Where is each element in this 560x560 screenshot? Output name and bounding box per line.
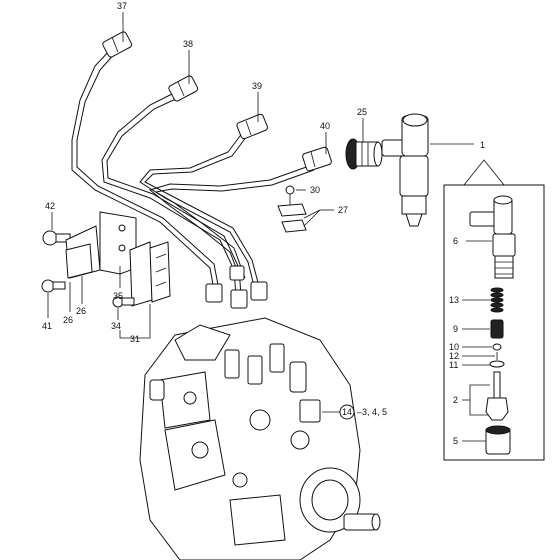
nozzle-holder-1 (381, 113, 429, 227)
callout-14-suffix: –3, 4, 5 (357, 407, 387, 417)
callout-37: 37 (117, 1, 127, 11)
spacer-11 (489, 360, 505, 368)
callout-labels: 37 38 39 40 25 1 30 27 42 41 26 26 35 34… (42, 1, 485, 446)
nozzle-2 (485, 371, 509, 421)
pipe-clamp-31 (112, 241, 171, 308)
callout-11: 11 (449, 360, 458, 370)
callout-38: 38 (183, 39, 193, 49)
callout-14-circle (339, 404, 355, 420)
callout-9: 9 (453, 324, 458, 334)
callout-31: 31 (130, 334, 140, 344)
callout-12: 12 (449, 351, 459, 361)
clamp-assembly-27 (277, 185, 307, 233)
nozzle-gasket-25 (345, 138, 383, 170)
pipe-nut-39 (236, 113, 268, 140)
callout-34: 34 (111, 321, 121, 331)
seat-10 (492, 343, 502, 351)
callout-35: 35 (113, 291, 123, 301)
callout-42: 42 (45, 201, 55, 211)
injection-pump-14 (139, 317, 381, 560)
callout-5: 5 (453, 436, 458, 446)
nozzle-breakdown-box (443, 159, 545, 461)
callout-25: 25 (357, 107, 367, 117)
nozzle-holder-6 (469, 195, 516, 279)
callout-40: 40 (320, 121, 330, 131)
callout-26-left: 26 (63, 315, 73, 325)
callout-13: 13 (449, 295, 459, 305)
injection-pipes (71, 47, 315, 297)
pipe-nut-37 (102, 31, 133, 58)
callout-26-right: 26 (76, 306, 86, 316)
shim-set-13 (490, 287, 504, 313)
callout-2: 2 (453, 395, 458, 405)
leader-lines (47, 12, 495, 442)
pipe-nut-38 (168, 75, 199, 102)
callout-10: 10 (449, 342, 459, 352)
mounting-bracket (41, 211, 137, 293)
lower-pipe-nuts (205, 265, 268, 309)
callout-39: 39 (252, 81, 262, 91)
callout-1: 1 (480, 140, 485, 150)
callout-41: 41 (42, 321, 52, 331)
callout-14: 14 (342, 407, 352, 417)
callout-6: 6 (453, 236, 458, 246)
spring-9 (490, 319, 504, 339)
callout-27: 27 (338, 205, 348, 215)
retaining-nut-5 (485, 425, 511, 455)
callout-30: 30 (310, 185, 320, 195)
pipe-nut-40 (302, 146, 332, 172)
